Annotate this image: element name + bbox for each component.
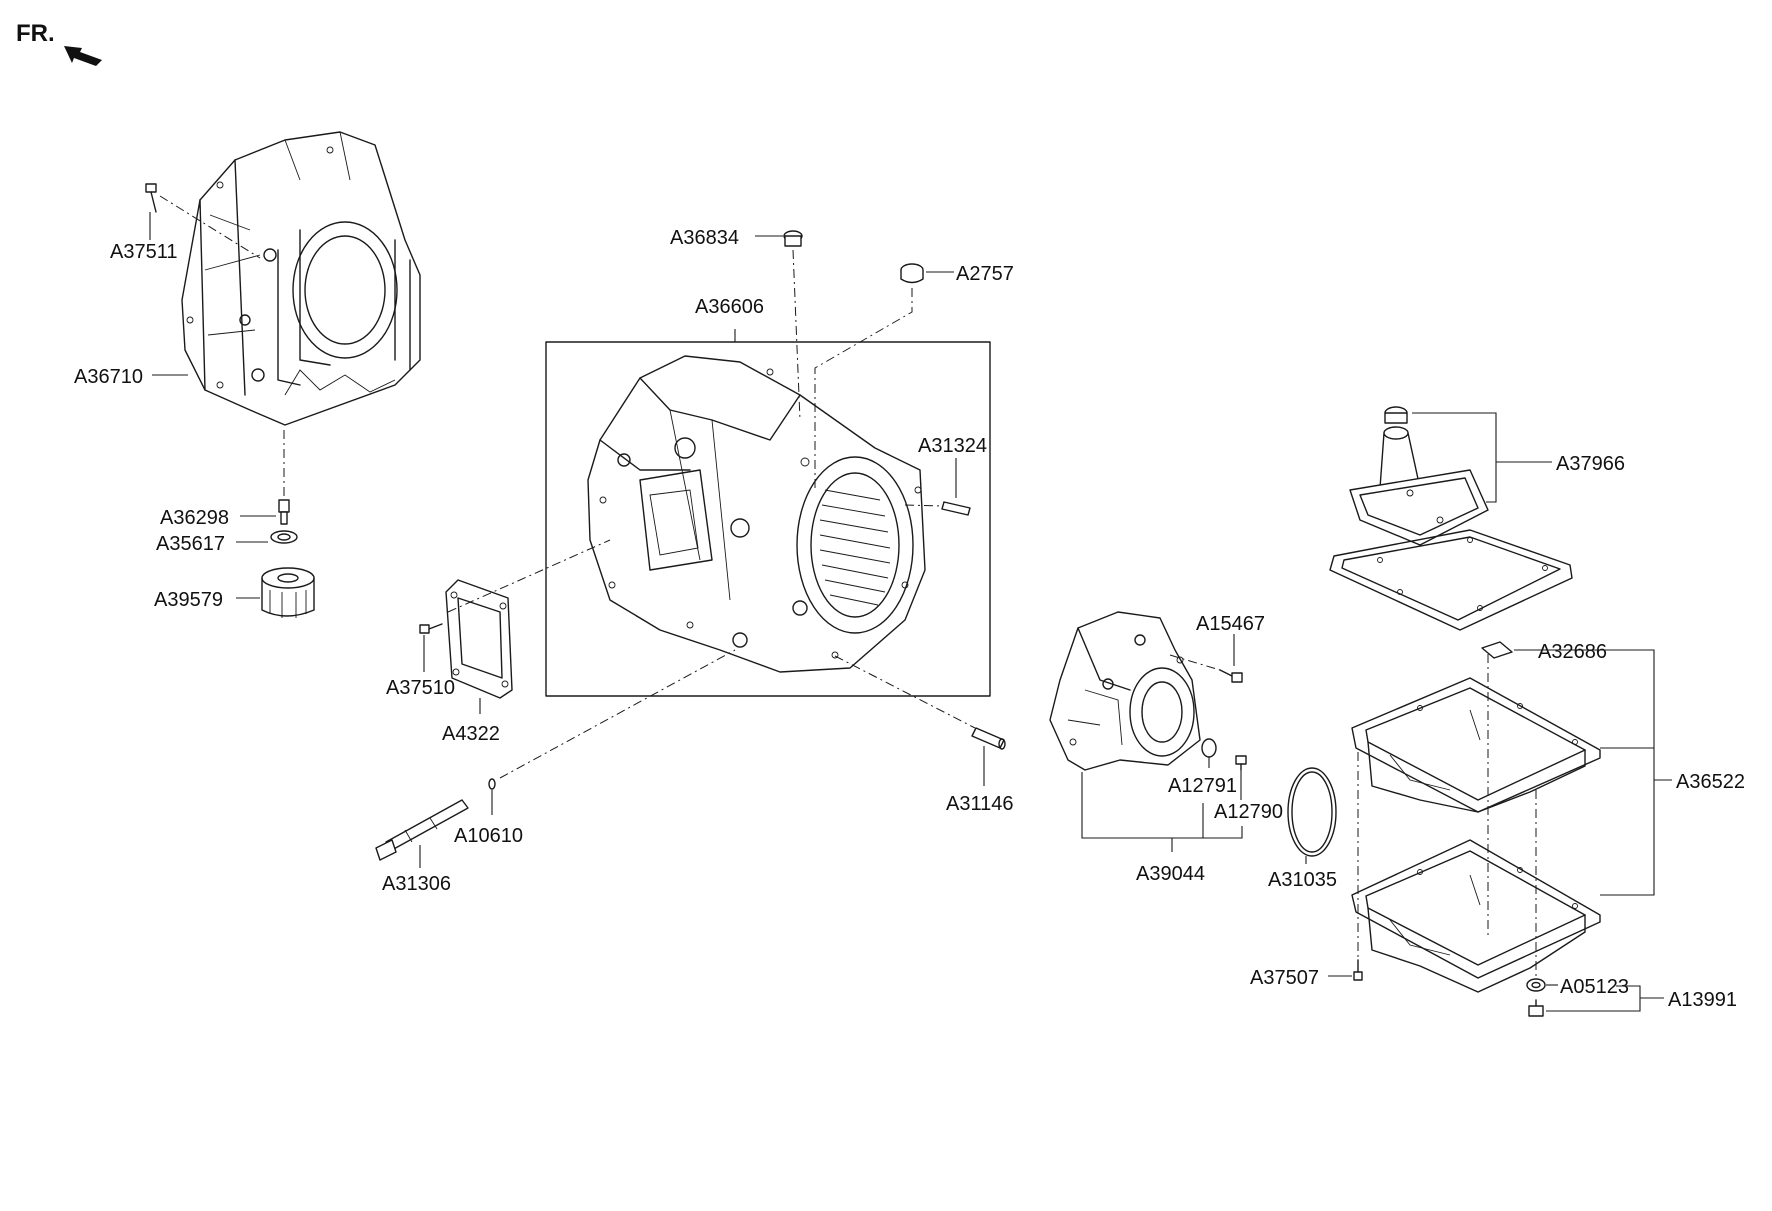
cover-plate-a4322 — [445, 579, 513, 699]
callout-a37507: A37507 — [1250, 967, 1319, 989]
callout-a39579: A39579 — [154, 589, 223, 611]
callout-a37510: A37510 — [386, 677, 455, 699]
callout-a31306: A31306 — [382, 873, 451, 895]
bolt-a15467 — [1219, 669, 1243, 683]
case-group-box — [545, 341, 991, 697]
bolt-a37510 — [419, 623, 443, 634]
pin-a31146 — [971, 727, 1006, 750]
oil-pan-lower — [1351, 839, 1601, 993]
plug-a36834 — [783, 230, 803, 247]
callout-a32686: A32686 — [1538, 641, 1607, 663]
front-direction-label: FR. — [16, 20, 55, 47]
plug-a2757 — [900, 263, 924, 284]
converter-housing — [181, 131, 421, 426]
callout-a31324: A31324 — [918, 435, 987, 457]
callout-a36834: A36834 — [670, 227, 739, 249]
callout-a36522: A36522 — [1676, 771, 1745, 793]
oil-pan-upper — [1351, 677, 1601, 813]
callout-a31035: A31035 — [1268, 869, 1337, 891]
gasket-a05123 — [1526, 978, 1546, 992]
callout-a15467: A15467 — [1196, 613, 1265, 635]
callout-a10610: A10610 — [454, 825, 523, 847]
callout-a05123: A05123 — [1560, 976, 1629, 998]
front-direction-arrow-icon — [64, 46, 102, 66]
callout-a36298: A36298 — [160, 507, 229, 529]
washer-a35617 — [270, 530, 298, 544]
callout-a36710: A36710 — [74, 366, 143, 388]
callout-a2757: A2757 — [956, 263, 1014, 285]
strainer-gasket — [1329, 529, 1573, 631]
callout-a36606: A36606 — [695, 296, 764, 318]
callout-a4322: A4322 — [442, 723, 500, 745]
callout-a37966: A37966 — [1556, 453, 1625, 475]
oil-strainer-a37966 — [1349, 406, 1489, 546]
callout-a37511: A37511 — [110, 241, 177, 263]
o-ring-a10610 — [488, 778, 496, 790]
transmission-case — [587, 355, 926, 673]
seal-a12791 — [1201, 738, 1217, 758]
shaft-a31306 — [375, 799, 469, 861]
extension-housing — [1049, 611, 1201, 771]
pin-a31324 — [941, 501, 971, 516]
callout-a31146: A31146 — [946, 793, 1013, 815]
drain-plug-a13991 — [1528, 999, 1544, 1017]
callout-a39044: A39044 — [1136, 863, 1205, 885]
plug-a12790 — [1235, 755, 1247, 771]
callout-a35617: A35617 — [156, 533, 225, 555]
bolt-a37507 — [1353, 959, 1363, 981]
oil-filter-a39579 — [261, 567, 315, 618]
callout-a13991: A13991 — [1668, 989, 1737, 1011]
bolt-a37511 — [145, 183, 157, 213]
plug-a36298 — [278, 499, 290, 525]
callout-a12791: A12791 — [1168, 775, 1237, 797]
magnet-a32686 — [1481, 641, 1513, 659]
callout-a12790: A12790 — [1214, 801, 1283, 823]
snap-ring-a31035 — [1287, 767, 1337, 857]
